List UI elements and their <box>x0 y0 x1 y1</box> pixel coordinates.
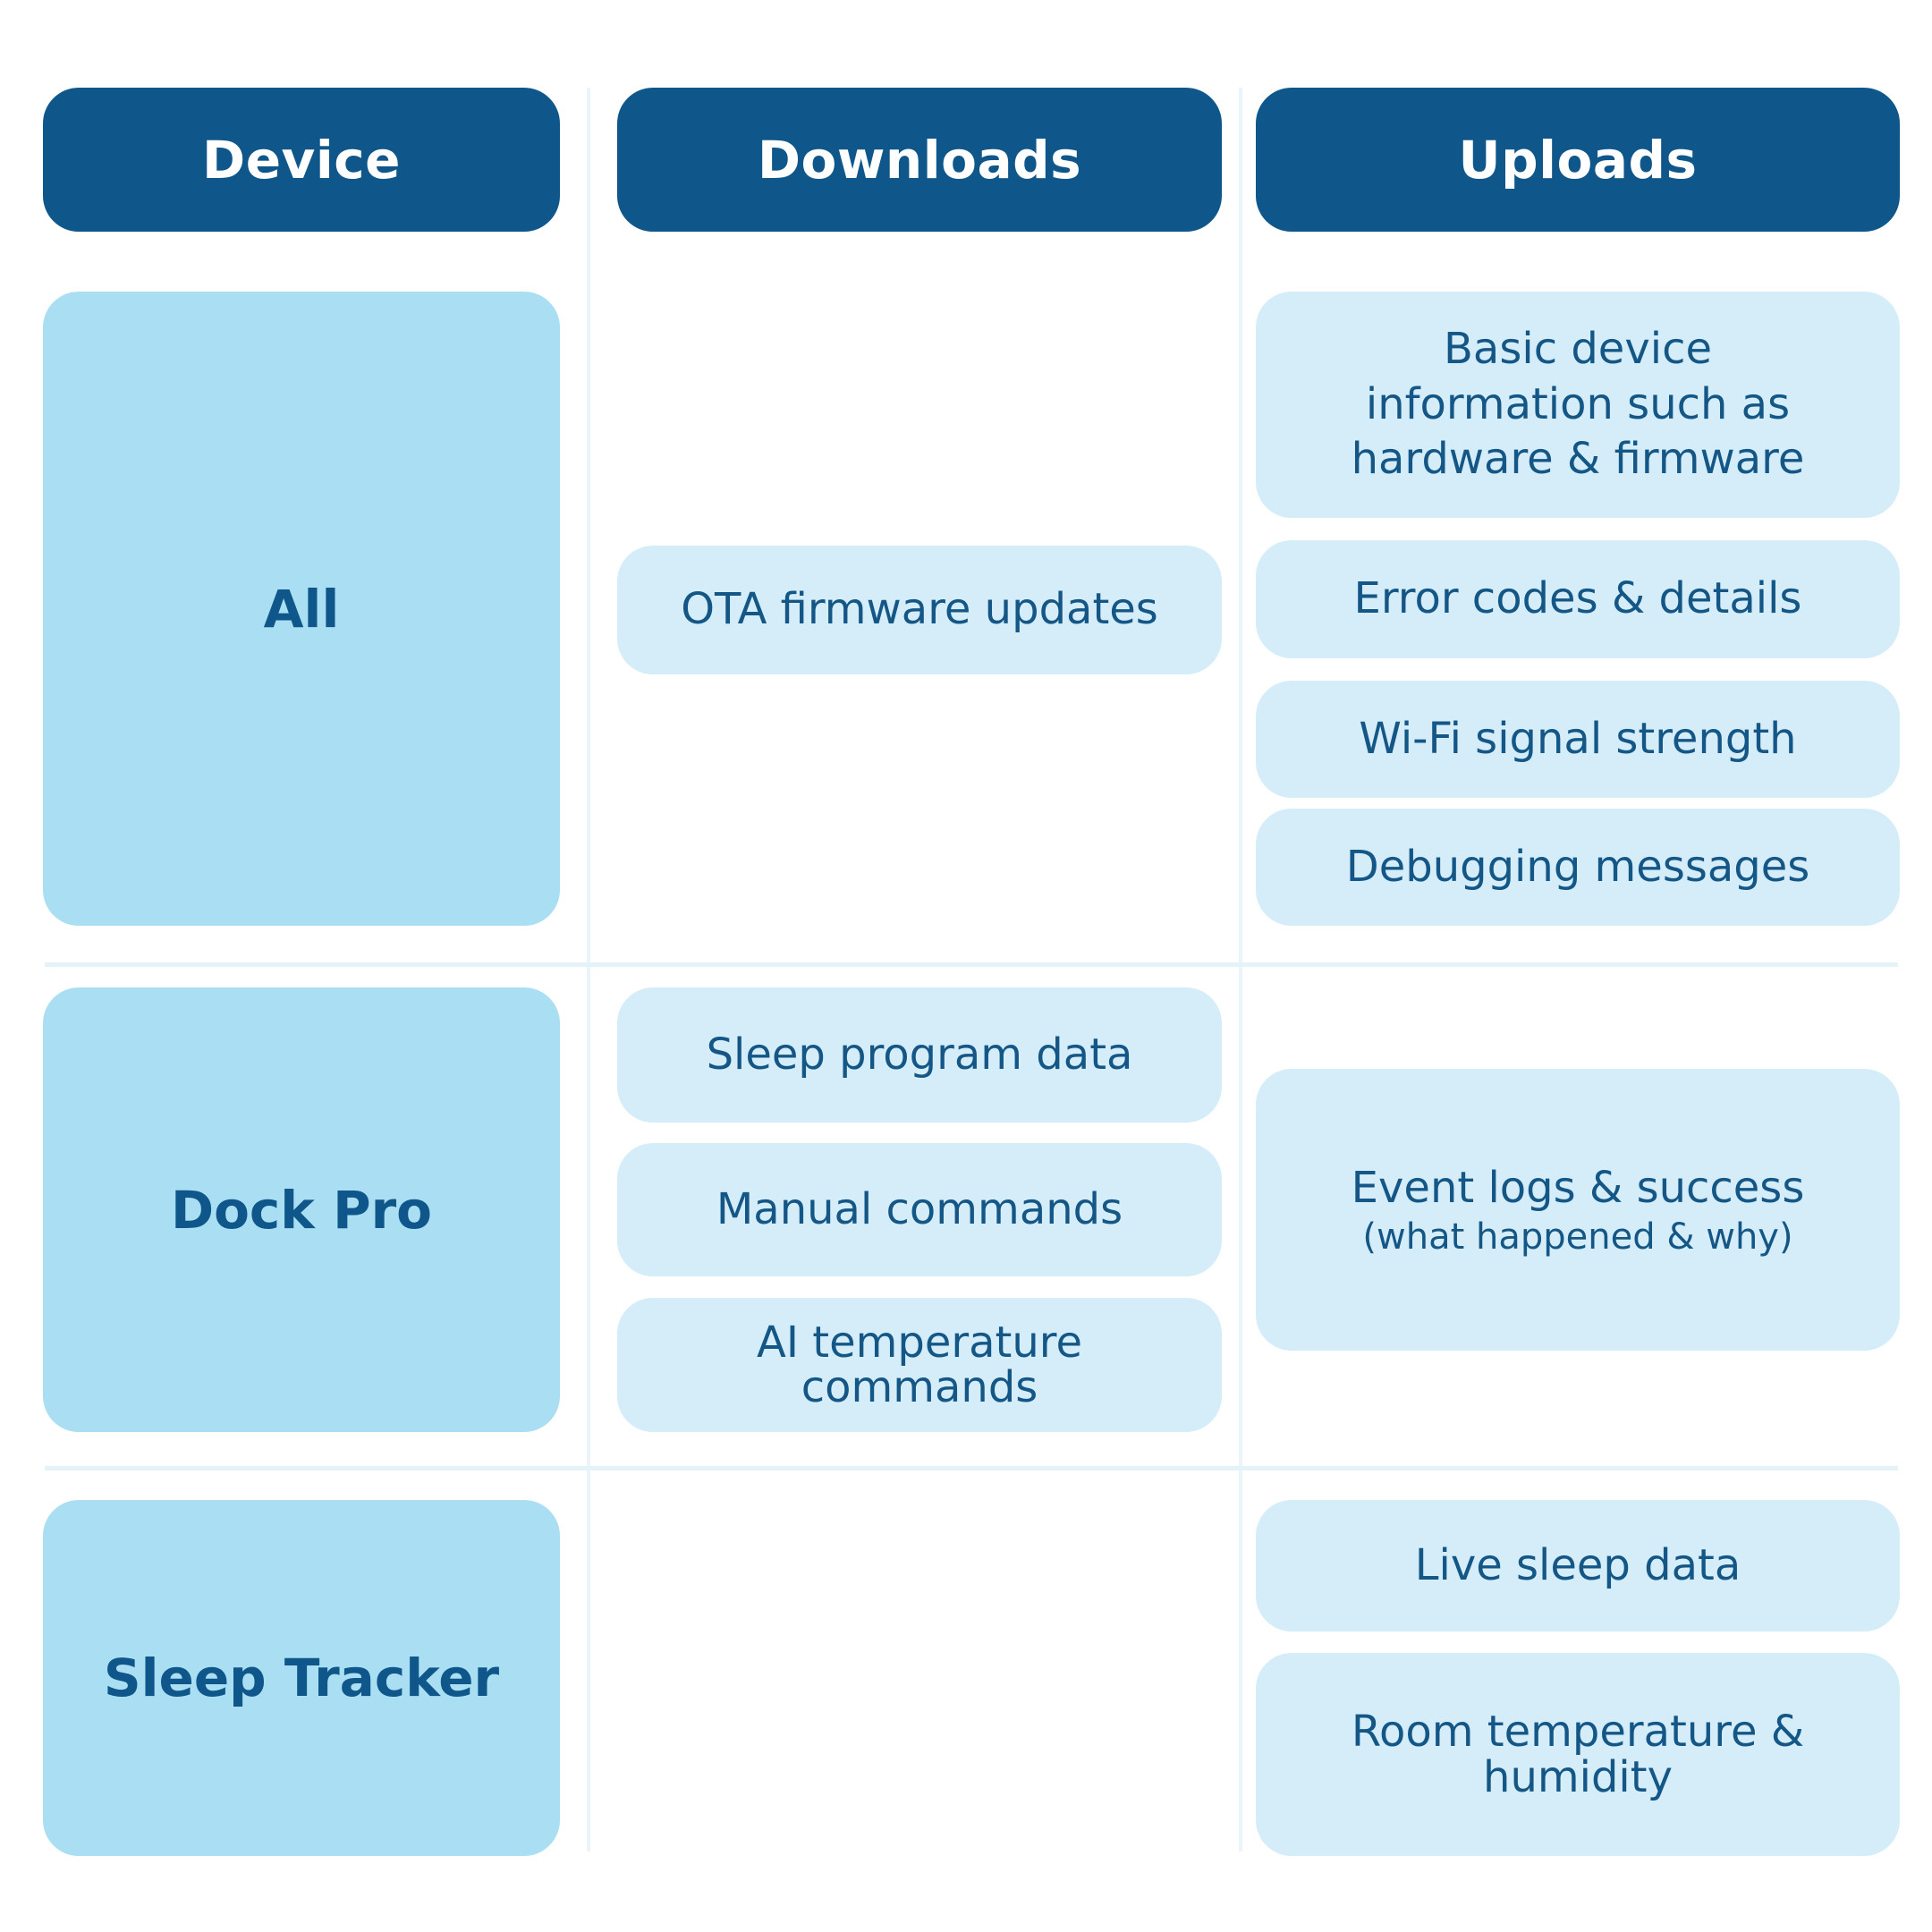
header-uploads: Uploads <box>1256 88 1900 232</box>
upload-basic-device-information: Basic device information such as hardwar… <box>1256 292 1900 518</box>
row-divider-2 <box>45 1466 1898 1470</box>
device-sleep-tracker: Sleep Tracker <box>43 1500 560 1856</box>
upload-event-logs: Event logs & success (what happened & wh… <box>1256 1069 1900 1351</box>
download-manual-commands: Manual commands <box>617 1143 1222 1276</box>
upload-live-sleep-data: Live sleep data <box>1256 1500 1900 1631</box>
upload-wifi-signal-strength: Wi-Fi signal strength <box>1256 681 1900 798</box>
upload-debugging-messages: Debugging messages <box>1256 809 1900 926</box>
event-logs-text: Event logs & success (what happened & wh… <box>1352 1161 1805 1258</box>
download-sleep-program-data: Sleep program data <box>617 987 1222 1123</box>
device-dock-pro: Dock Pro <box>43 987 560 1432</box>
header-device: Device <box>43 88 560 232</box>
event-logs-sub: (what happened & why) <box>1362 1216 1793 1258</box>
header-downloads: Downloads <box>617 88 1222 232</box>
event-logs-main: Event logs & success <box>1351 1162 1805 1213</box>
row-divider-1 <box>45 962 1898 967</box>
device-all: All <box>43 292 560 926</box>
column-divider-1 <box>587 88 590 1852</box>
upload-error-codes: Error codes & details <box>1256 540 1900 658</box>
upload-room-temperature-humidity: Room temperature & humidity <box>1256 1653 1900 1856</box>
column-divider-2 <box>1239 88 1242 1852</box>
download-ai-temperature-commands: AI temperature commands <box>617 1298 1222 1432</box>
download-ota-firmware-updates: OTA firmware updates <box>617 546 1222 674</box>
